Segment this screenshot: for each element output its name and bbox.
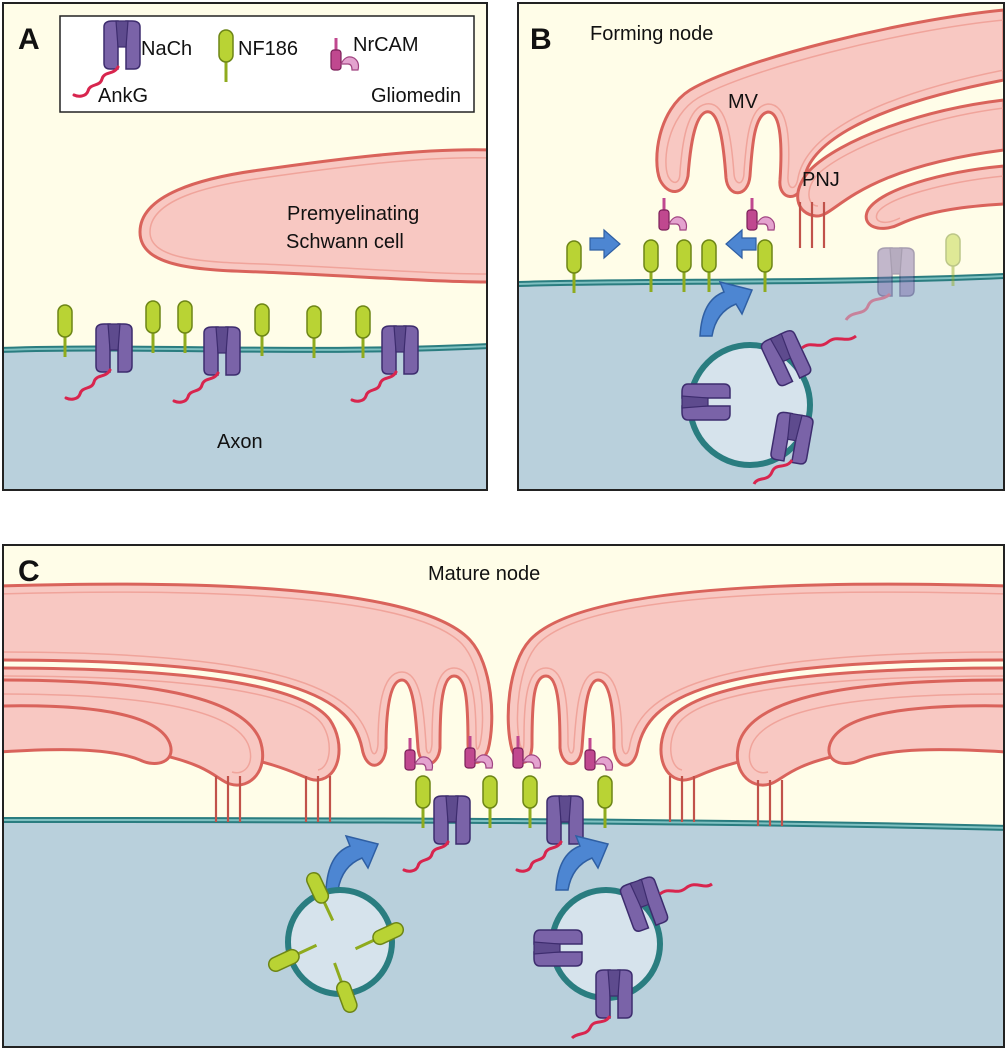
panel-b: B Forming node MV PNJ	[517, 2, 1005, 491]
schwann-lamella	[864, 164, 1004, 230]
panel-b-frame	[517, 2, 1005, 491]
legend-gliomedin-label: Gliomedin	[371, 85, 461, 107]
panel-c: C Mature node	[2, 544, 1005, 1048]
legend: NaCh AnkG NF186 NrCAM Gliomedin	[59, 15, 475, 113]
legend-nf186-label: NF186	[238, 38, 298, 60]
panel-b-letter: B	[530, 23, 552, 56]
arrow-right-icon	[589, 228, 621, 260]
panel-a-frame	[2, 2, 488, 491]
legend-nach-label: NaCh	[141, 38, 192, 60]
pnj-label: PNJ	[802, 169, 840, 191]
axon-label: Axon	[217, 431, 263, 453]
panel-c-frame	[2, 544, 1005, 1048]
left-schwann-cell	[3, 582, 494, 767]
vesicle-sodium-channel-icon	[769, 410, 815, 466]
panel-a-letter: A	[18, 23, 40, 56]
microvilli-label: MV	[728, 91, 759, 113]
panel-c-title: Mature node	[428, 563, 540, 585]
panel-c-letter: C	[18, 555, 40, 588]
arrow-left-icon	[725, 228, 757, 260]
legend-ankg-label: AnkG	[98, 85, 148, 107]
legend-nrcam-label: NrCAM	[353, 34, 419, 56]
panel-b-title: Forming node	[590, 23, 713, 45]
premyelinating-schwann-cell	[138, 148, 487, 284]
schwann-cell-label-line2: Schwann cell	[286, 231, 404, 253]
panel-a: Premyelinating Schwann cell Axon A NaCh …	[2, 2, 488, 491]
right-schwann-cell	[506, 582, 1004, 767]
schwann-cell-label-line1: Premyelinating	[287, 203, 419, 225]
